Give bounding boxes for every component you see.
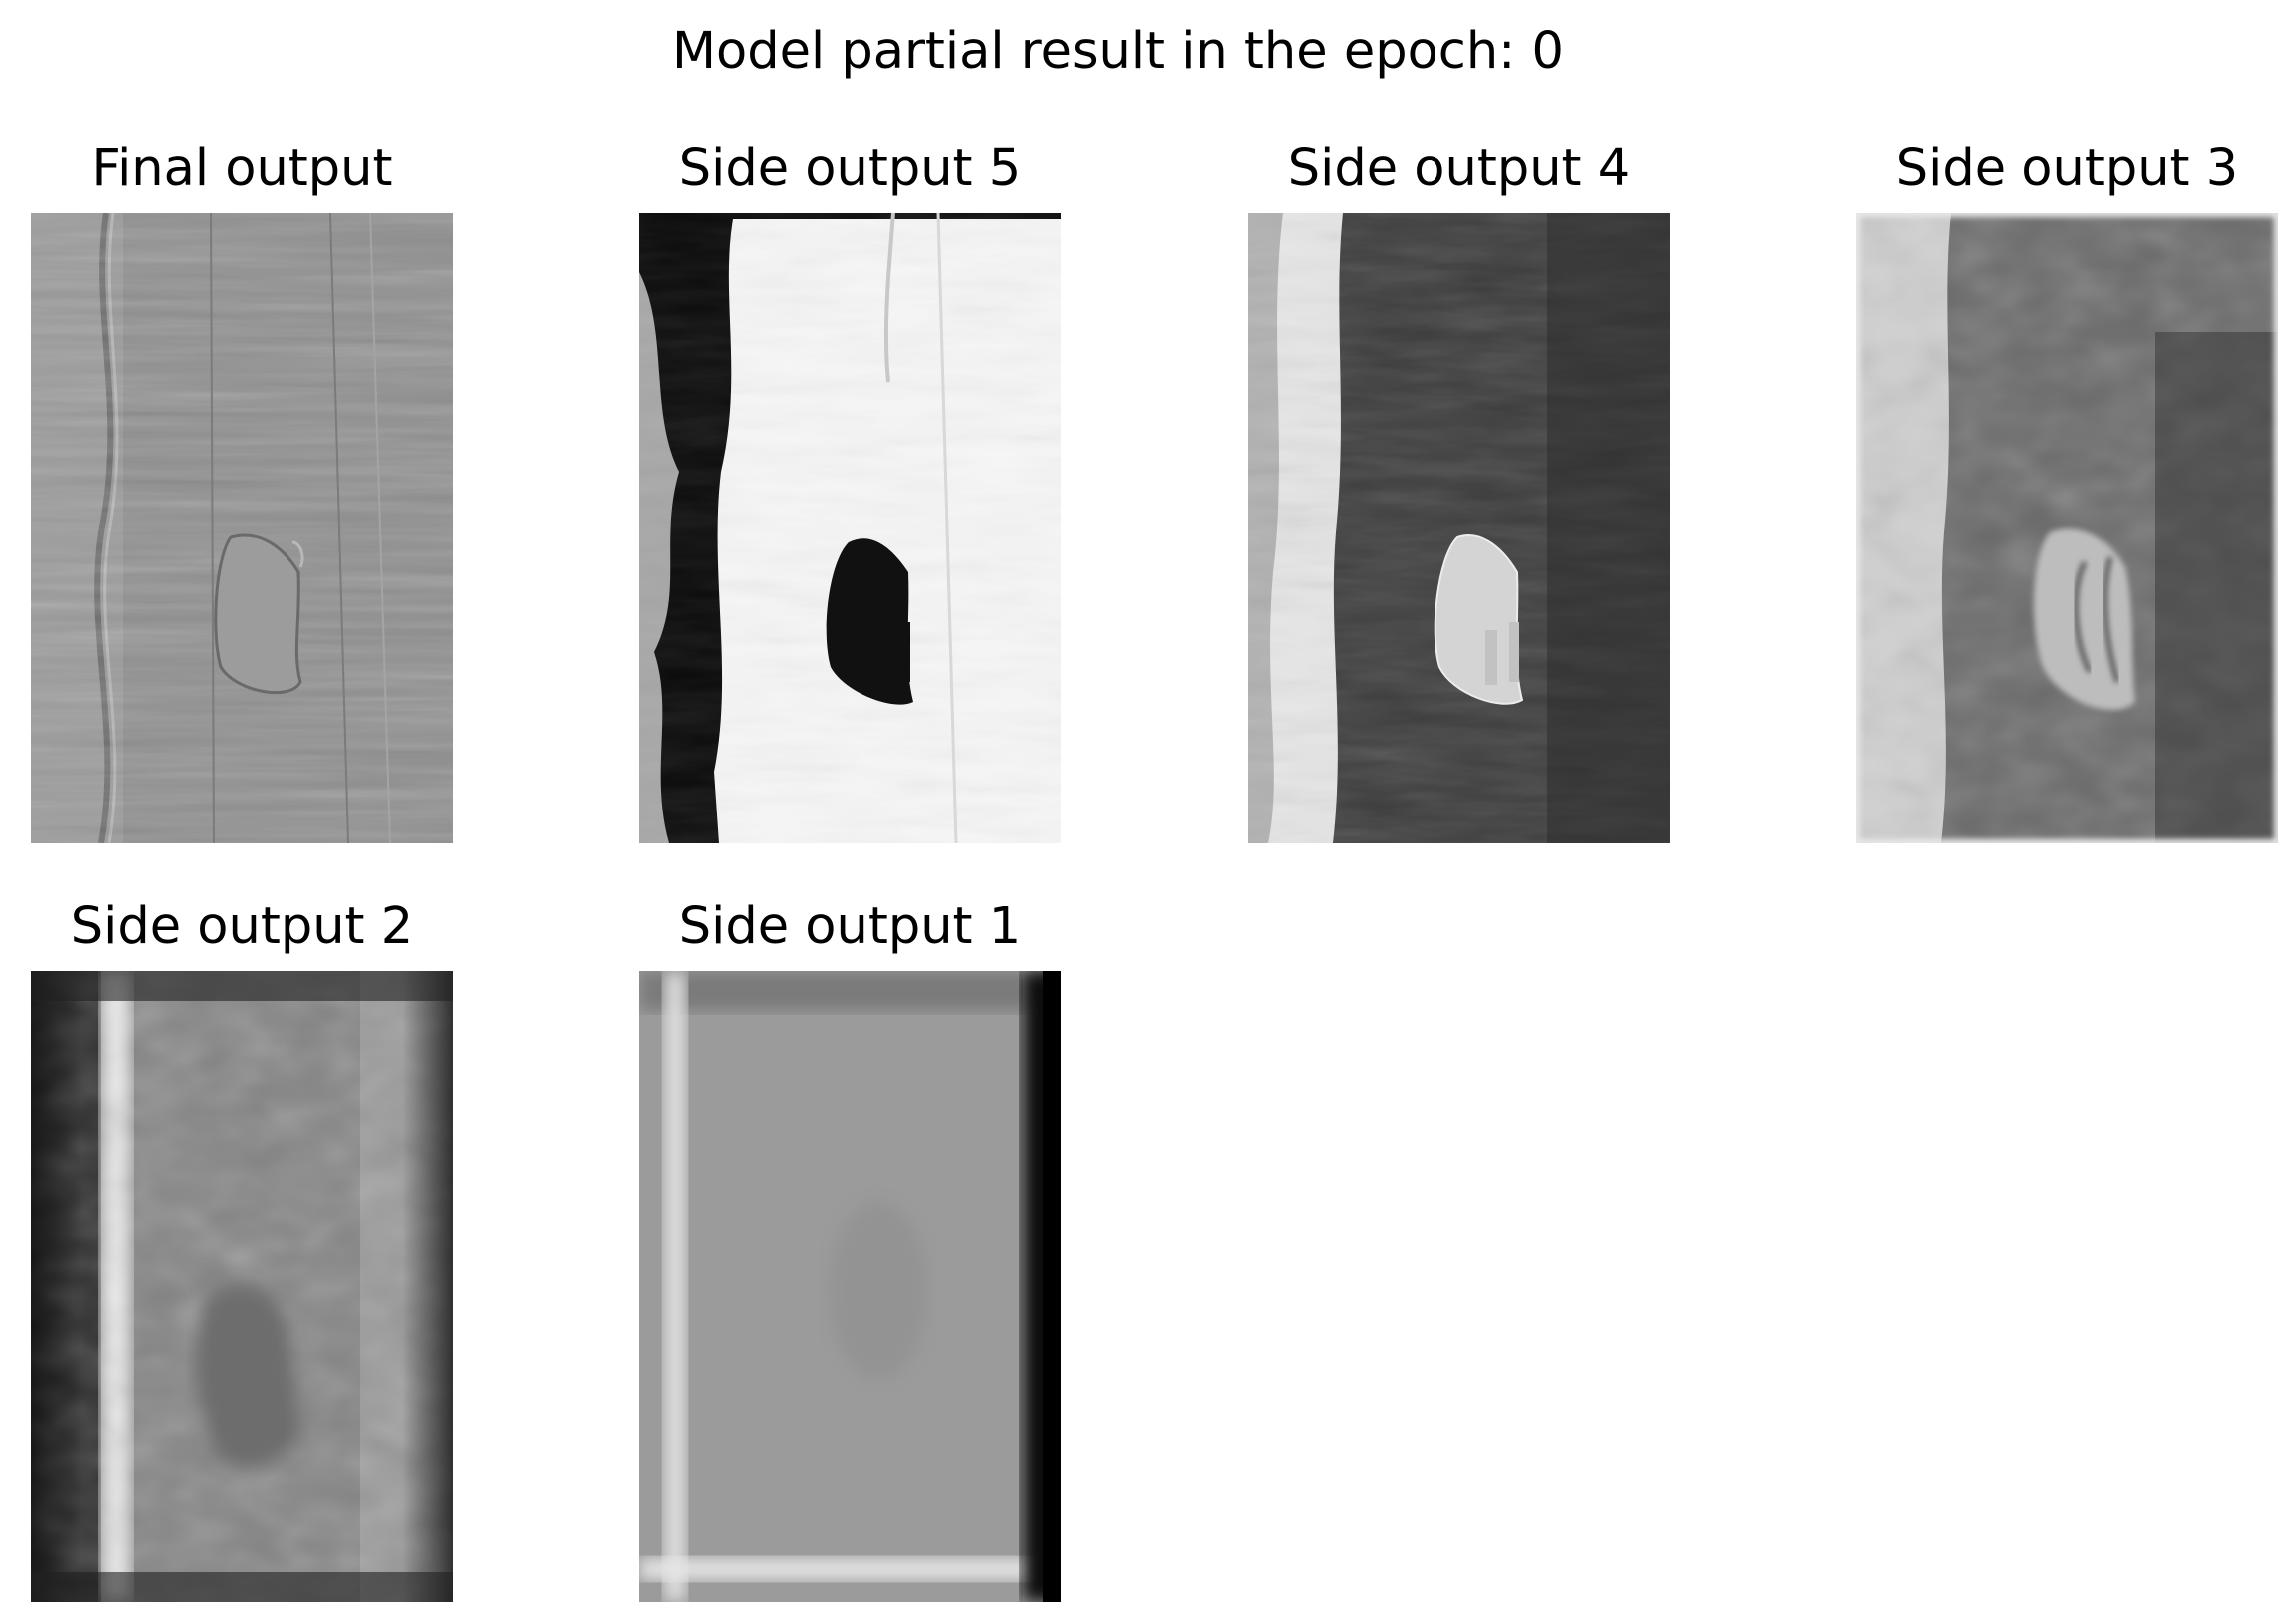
panel-side-output-4: Side output 4 [1248, 139, 1670, 843]
panel-title: Side output 1 [678, 897, 1022, 956]
panel-title: Side output 5 [678, 139, 1022, 198]
panel-title: Final output [91, 139, 393, 198]
panel-side-output-5: Side output 5 [639, 139, 1061, 843]
side-output-5-image [639, 213, 1061, 843]
panel-side-output-1: Side output 1 [639, 897, 1061, 1602]
panel-side-output-3: Side output 3 [1856, 139, 2278, 843]
panel-side-output-2: Side output 2 [31, 897, 453, 1602]
side-output-3-image [1856, 213, 2278, 843]
side-output-2-image [31, 971, 453, 1602]
figure-title: Model partial result in the epoch: 0 [672, 22, 1564, 81]
panel-title: Side output 2 [70, 897, 414, 956]
panel-final-output: Final output [31, 139, 453, 843]
side-output-4-image [1248, 213, 1670, 843]
side-output-1-image [639, 971, 1061, 1602]
final-output-image [31, 213, 453, 843]
panel-title: Side output 3 [1895, 139, 2239, 198]
panel-title: Side output 4 [1287, 139, 1631, 198]
